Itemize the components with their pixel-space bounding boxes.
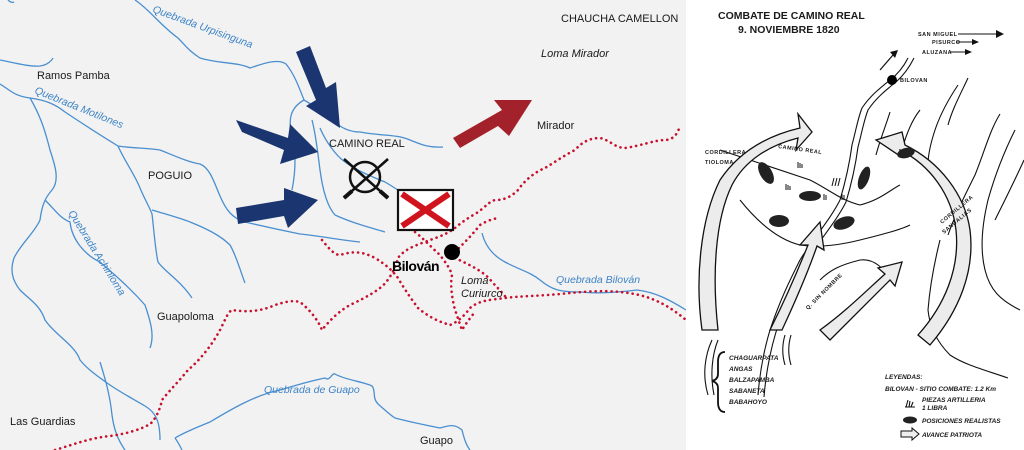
river-label-guapo: Quebrada de Guapo (264, 384, 360, 396)
battle-icon (342, 158, 390, 200)
town-item: BALZAPAMBA (729, 377, 775, 384)
place-chaucha-camellon: CHAUCHA CAMELLON (561, 13, 678, 25)
sketch-date: 9. NOVIEMBRE 1820 (738, 24, 840, 36)
historic-battle-sketch: COMBATE DE CAMINO REAL 9. NOVIEMBRE 1820… (690, 0, 1024, 450)
royalist-positions (758, 147, 915, 230)
place-poguio: POGUIO (148, 170, 192, 182)
place-guapo: Guapo (420, 435, 453, 447)
town-item: SABANETA (729, 388, 765, 395)
river-label-urpisinguna: Quebrada Urpisinguna (151, 4, 255, 51)
royalist-position-icon (903, 416, 917, 424)
patriot-advance-bands (698, 111, 972, 346)
patriot-arrow-west (236, 120, 318, 164)
advance-band-west (698, 111, 813, 331)
river-guapo-west (174, 437, 183, 450)
place-loma-curiurco-1: Loma (461, 275, 489, 287)
legend-artillery-label-1: PIEZAS ARTILLERIA (922, 397, 986, 404)
advance-band-south-east (818, 261, 903, 341)
place-loma-curiurco-2: Curiurco (461, 288, 503, 300)
river-ramos (0, 57, 54, 67)
artillery-pieces (785, 162, 845, 200)
river-west (11, 97, 161, 441)
royalist-flag-icon (396, 188, 455, 232)
river-label-achinloma: Quebrada Achinloma (65, 208, 127, 298)
trails (53, 123, 686, 450)
legend-royalist-label: POSICIONES REALISTAS (922, 418, 1001, 425)
patriot-arrow-south (236, 188, 318, 228)
destination-aluzana: ALUZANA (922, 50, 952, 56)
royalist-position (857, 166, 871, 190)
sketch-stream-label: Q. SIN NOMBRE (805, 273, 844, 312)
place-bilovan: Bilován (392, 258, 439, 274)
sketch-title: COMBATE DE CAMINO REAL (718, 10, 865, 22)
patriot-arrow-north (296, 46, 340, 128)
legend-artillery-label-2: 1 LIBRA (922, 405, 948, 412)
legend-advance-label: AVANCE PATRIOTA (921, 432, 982, 439)
patriot-advance-icon (900, 426, 920, 442)
place-las-guardias: Las Guardias (10, 416, 76, 428)
river-achinloma (44, 199, 153, 349)
place-ramos-pamba: Ramos Pamba (37, 70, 111, 82)
modern-battle-map: Quebrada Urpisinguna Quebrada Motilones … (0, 0, 686, 450)
river-poguio-west (117, 145, 193, 299)
place-mirador: Mirador (537, 120, 575, 132)
patriot-arrows (236, 46, 340, 228)
sketch-canvas: COMBATE DE CAMINO REAL 9. NOVIEMBRE 1820… (698, 10, 1024, 442)
river-bilovan (481, 232, 686, 311)
town-item: ANGAS (728, 366, 753, 373)
river-label-bilovan: Quebrada Bilován (556, 274, 640, 286)
town-item: CHAGUARPATA (729, 355, 779, 362)
towns-list: CHAGUARPATA ANGAS BALZAPAMBA SABANETA BA… (728, 355, 779, 406)
destination-san-miguel: SAN MIGUEL (918, 32, 958, 38)
advance-band-east (874, 131, 972, 346)
place-camino-real: CAMINO REAL (329, 138, 405, 150)
river-top-left (7, 0, 15, 4)
sketch-cordillera-left-2: TIOLOMA (705, 160, 734, 166)
destination-pisurco: PISURCO (932, 40, 961, 46)
sketch-bilovan-label: BILOVAN (900, 78, 928, 84)
destinations: SAN MIGUEL PISURCO ALUZANA (918, 30, 1004, 56)
royalist-position (769, 215, 789, 227)
legend-title: LEYENDAS: (885, 374, 923, 381)
towns-brace (711, 351, 726, 413)
trail-loop-center (413, 230, 477, 333)
royalist-position (799, 191, 821, 201)
royalist-position (758, 162, 774, 184)
artillery-icon (905, 399, 915, 408)
trail-bilovan-north (453, 216, 502, 254)
river-west-lower (99, 361, 126, 450)
advance-band-south-west (768, 220, 825, 331)
rivers (0, 0, 686, 450)
river-motilones (0, 83, 361, 243)
river-guapo (174, 373, 471, 450)
trail-bilovan-east (453, 256, 510, 302)
sketch-bilovan-marker (887, 75, 897, 85)
place-loma-mirador: Loma Mirador (541, 48, 610, 60)
modern-map-canvas: Quebrada Urpisinguna Quebrada Motilones … (0, 0, 686, 450)
trail-loop-west (320, 238, 686, 327)
sketch-streams (704, 77, 1024, 396)
royalist-position (897, 147, 915, 159)
legend-distance: BILOVAN - SITIO COMBATE: 1.2 Km (885, 386, 996, 393)
sketch-cordillera-left-1: CORDILLERA (705, 150, 746, 156)
royalist-position (833, 216, 855, 230)
royalist-retreat-arrow (453, 100, 532, 148)
place-guapoloma: Guapoloma (157, 311, 215, 323)
town-item: BABAHOYO (729, 399, 767, 406)
river-label-motilones: Quebrada Motilones (33, 85, 126, 132)
river-camino-lower (311, 119, 386, 233)
bilovan-town-marker (444, 244, 460, 260)
legend: LEYENDAS: BILOVAN - SITIO COMBATE: 1.2 K… (885, 374, 1001, 442)
river-poguio-east (151, 209, 246, 284)
trail-main (53, 123, 682, 450)
